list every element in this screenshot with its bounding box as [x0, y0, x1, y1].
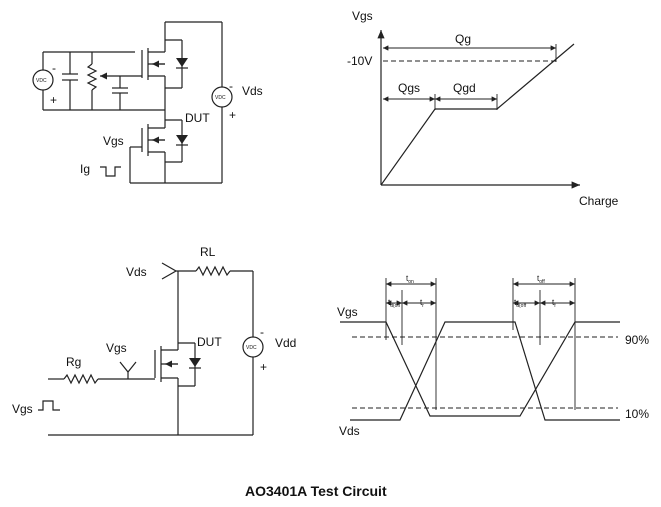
qg-label: Qg	[455, 32, 471, 46]
minus-sign: -	[260, 325, 264, 339]
tdon-label: td(on	[388, 298, 400, 309]
svg-text:VDC: VDC	[36, 78, 47, 84]
rl-label: RL	[200, 245, 216, 259]
vds-waveform	[350, 321, 620, 421]
x-axis-label: Charge	[579, 194, 619, 208]
vds-label: Vds	[339, 424, 360, 438]
gate-charge-curve	[380, 43, 575, 186]
plus-sign: +	[260, 360, 267, 374]
svg-text:VDC: VDC	[215, 95, 226, 101]
vdd-label: Vdd	[275, 336, 296, 350]
switching-circuit: Vds RL VDC - + Vdd DUT Vgs Rg	[12, 245, 296, 436]
plus-sign: +	[50, 93, 57, 107]
figure-title: AO3401A Test Circuit	[245, 483, 387, 499]
dut-label: DUT	[197, 335, 222, 349]
tdoff-label: td(off	[514, 298, 527, 309]
minus-sign: -	[229, 79, 233, 93]
tf-label: tf	[552, 298, 556, 309]
dut-label: DUT	[185, 111, 210, 125]
level-label: -10V	[347, 54, 372, 68]
ig-label: Ig	[80, 162, 90, 176]
vgs-pulse-label: Vgs	[12, 402, 33, 416]
pct90-label: 90%	[625, 333, 649, 347]
vds-label: Vds	[126, 265, 147, 279]
vgs-waveform	[340, 321, 620, 417]
qgd-label: Qgd	[453, 81, 476, 95]
minus-sign: -	[52, 61, 56, 75]
rg-label: Rg	[66, 355, 81, 369]
y-axis-label: Vgs	[352, 9, 373, 23]
tr-label: tr	[420, 298, 424, 309]
gate-charge-circuit: VDC - +	[32, 21, 263, 184]
vgs-label: Vgs	[337, 305, 358, 319]
vgs-label: Vgs	[106, 341, 127, 355]
plus-sign: +	[229, 108, 236, 122]
svg-text:VDC: VDC	[246, 345, 257, 351]
qgs-label: Qgs	[398, 81, 420, 95]
gate-charge-graph: Vgs Charge -10V Qg Qgs Qgd	[347, 9, 619, 208]
ton-label: ton	[406, 274, 414, 285]
switching-waveform: Vgs Vds 90% 10% ton td(on tr toff td(off…	[337, 274, 649, 438]
toff-label: toff	[537, 274, 545, 285]
vgs-label: Vgs	[103, 134, 124, 148]
pct10-label: 10%	[625, 407, 649, 421]
vds-label: Vds	[242, 84, 263, 98]
vdc-source-left	[32, 69, 54, 91]
